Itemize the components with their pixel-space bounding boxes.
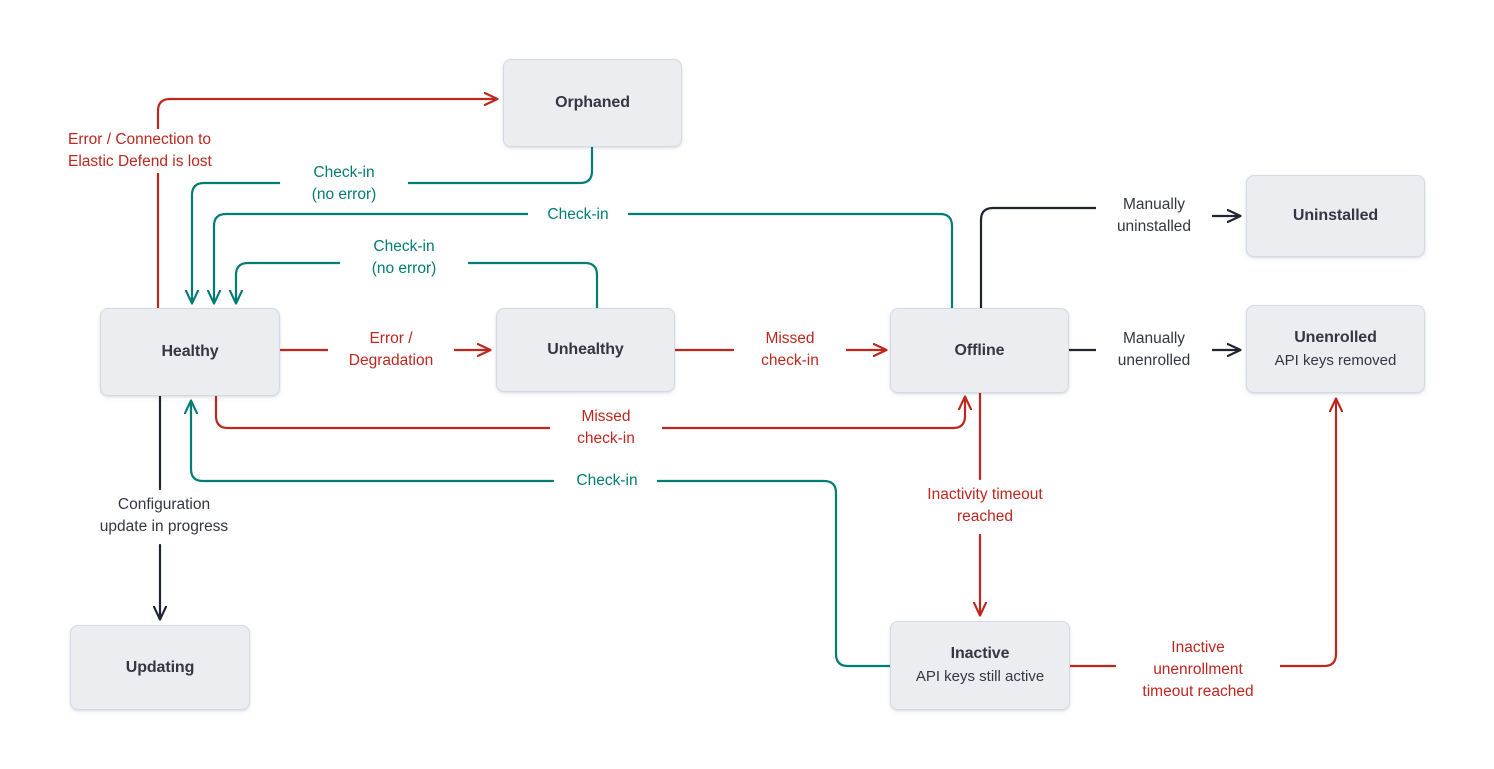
edge-label-offline-to-unenrolled: Manually unenrolled	[1096, 328, 1212, 372]
node-inactive[interactable]: Inactive API keys still active	[890, 621, 1070, 710]
node-inactive-title: Inactive	[950, 645, 1010, 663]
edge-label-unhealthy-to-healthy: Check-in (no error)	[340, 236, 468, 280]
edge-offline-to-uninstalled-seg1	[979, 206, 1102, 310]
edge-offline-to-healthy	[214, 212, 954, 310]
edge-inactive-to-healthy-seg2	[191, 401, 555, 483]
edge-inactive-to-unenrolled-seg2	[1266, 399, 1336, 668]
node-uninstalled[interactable]: Uninstalled	[1246, 175, 1425, 257]
node-unenrolled-subtitle: API keys removed	[1274, 351, 1397, 369]
edge-label-inactive-to-unenrolled: Inactive unenrollment timeout reached	[1116, 637, 1280, 703]
node-offline-title: Offline	[954, 341, 1005, 359]
edge-healthy-to-orphaned	[156, 99, 497, 310]
edge-label-offline-to-inactive: Inactivity timeout reached	[886, 484, 1084, 528]
node-unhealthy[interactable]: Unhealthy	[496, 308, 675, 392]
node-healthy[interactable]: Healthy	[100, 308, 280, 396]
node-offline[interactable]: Offline	[890, 308, 1069, 393]
node-inactive-subtitle: API keys still active	[915, 668, 1045, 686]
node-unenrolled[interactable]: Unenrolled API keys removed	[1246, 305, 1425, 393]
edge-label-offline-to-healthy: Check-in	[528, 204, 628, 226]
edge-healthy-to-offline-seg2	[646, 397, 965, 430]
node-healthy-title: Healthy	[161, 343, 219, 360]
node-updating[interactable]: Updating	[70, 625, 250, 710]
node-unhealthy-title: Unhealthy	[547, 341, 624, 358]
edge-label-healthy-to-updating: Configuration update in progress	[64, 494, 264, 538]
edge-label-healthy-to-unhealthy: Error / Degradation	[328, 328, 454, 372]
edge-inactive-to-healthy-seg1	[650, 479, 892, 668]
node-updating-title: Updating	[125, 658, 195, 676]
edge-label-inactive-to-healthy: Check-in	[557, 470, 657, 492]
edge-label-unhealthy-to-offline: Missed check-in	[734, 328, 846, 372]
node-uninstalled-title: Uninstalled	[1292, 207, 1379, 224]
node-orphaned-title: Orphaned	[555, 94, 630, 111]
edge-healthy-to-offline-seg1	[214, 394, 558, 430]
node-orphaned[interactable]: Orphaned	[503, 59, 682, 147]
node-unenrolled-title: Unenrolled	[1294, 328, 1377, 346]
edge-label-offline-to-uninstalled: Manually uninstalled	[1096, 194, 1212, 238]
edge-label-orphaned-to-healthy: Check-in (no error)	[280, 162, 408, 206]
edge-label-healthy-to-offline: Missed check-in	[550, 406, 662, 450]
